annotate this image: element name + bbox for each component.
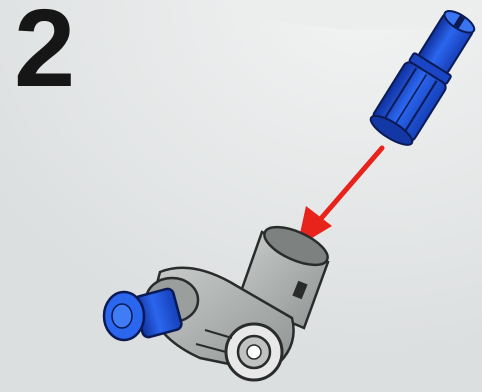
blue-axle-pin-icon bbox=[367, 3, 482, 150]
insert-arrow-icon bbox=[297, 148, 382, 247]
blue-pin-end-icon bbox=[104, 288, 183, 340]
